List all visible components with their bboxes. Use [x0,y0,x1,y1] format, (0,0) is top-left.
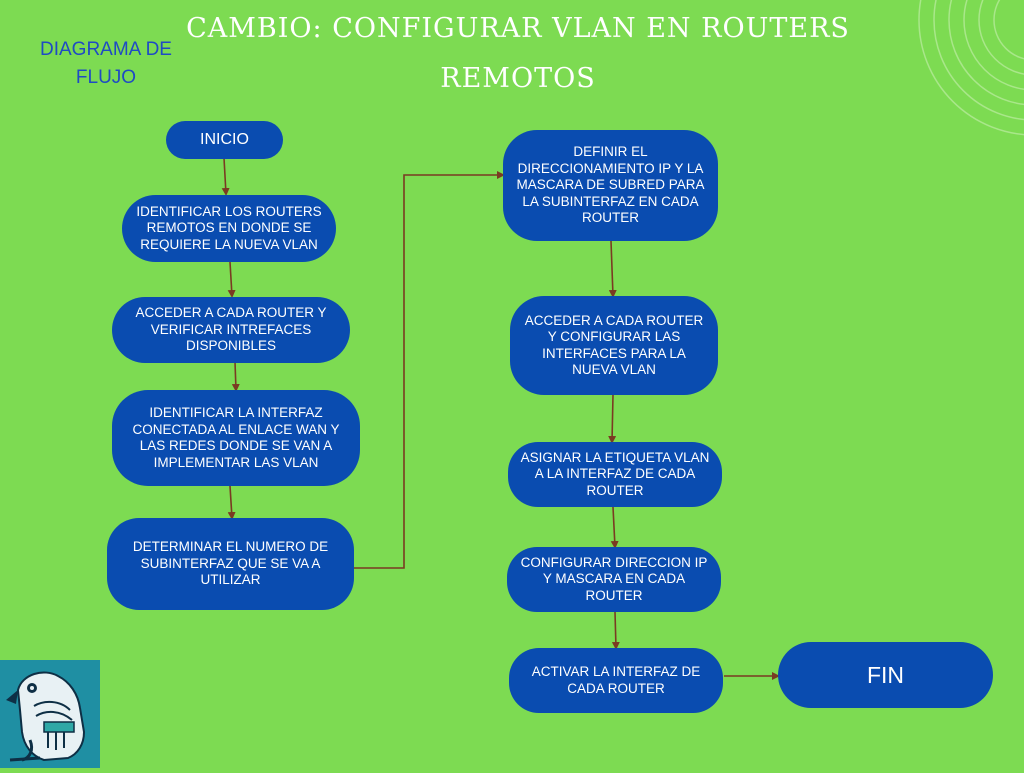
step-determine-subinterface: DETERMINAR EL NUMERO DE SUBINTERFAZ QUE … [107,518,354,610]
arrow-step8-to-step9 [611,611,620,650]
arrow-step7-to-step8 [610,506,619,549]
eagle-emblem-icon [6,671,86,762]
diagram-subtitle: DIAGRAMA DE FLUJO [40,39,172,88]
arrow-step1-to-step2 [227,261,236,298]
step-access-configure-interfaces: ACCEDER A CADA ROUTER Y CONFIGURAR LAS I… [510,296,718,395]
arrow-step5-to-step6 [608,240,617,298]
step-identify-wan-interface: IDENTIFICAR LA INTERFAZ CONECTADA AL ENL… [112,390,360,486]
step-assign-vlan-tag: ASIGNAR LA ETIQUETA VLAN A LA INTERFAZ D… [508,442,722,507]
end-node: FIN [778,642,993,708]
step-activate-interface: ACTIVAR LA INTERFAZ DE CADA ROUTER [509,648,723,713]
step-identify-routers: IDENTIFICAR LOS ROUTERS REMOTOS EN DONDE… [122,195,336,262]
arrow-start-to-step1 [221,157,230,196]
arrow-step4-to-step5 [354,171,505,569]
logo [0,660,100,768]
step-define-ip-addressing: DEFINIR EL DIRECCIONAMIENTO IP Y LA MASC… [503,130,718,241]
arrow-step2-to-step3 [231,361,240,392]
arrow-step6-to-step7 [608,394,617,444]
step-configure-ip-mask: CONFIGURAR DIRECCION IP Y MASCARA EN CAD… [507,547,721,612]
concentric-arcs-icon [918,0,1024,136]
step-access-verify-interfaces: ACCEDER A CADA ROUTER Y VERIFICAR INTREF… [112,297,350,363]
diagram-title: CAMBIO: CONFIGURAR VLAN EN ROUTERS REMOT… [186,13,850,94]
start-node: INICIO [166,121,283,159]
arrow-step3-to-step4 [227,485,236,520]
